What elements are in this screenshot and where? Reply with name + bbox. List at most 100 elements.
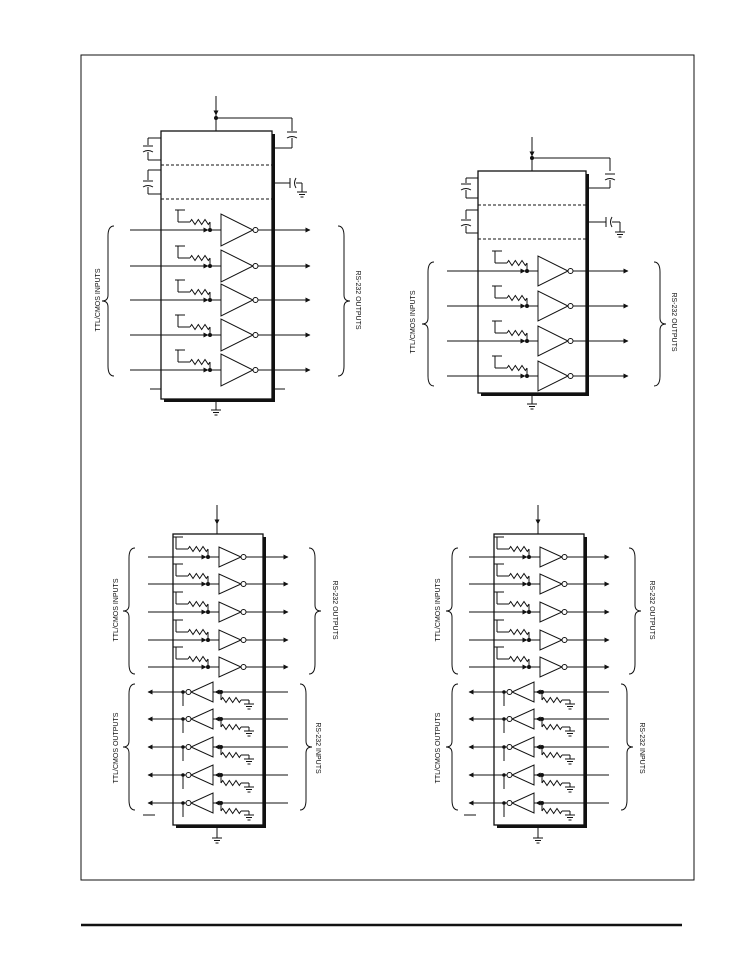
ic-body: [493, 533, 585, 826]
resistor: [220, 779, 242, 787]
resistor: [187, 655, 209, 663]
diagram-bottom-right: [445, 505, 642, 844]
inverter-bubble: [252, 367, 259, 373]
inverter-bubble: [506, 800, 513, 806]
output-brace: [628, 547, 642, 675]
bl-left-top-label: TTL/CMOS INPUTS: [113, 578, 120, 641]
driver-inverter: [218, 546, 243, 568]
br-left-top-label: TTL/CMOS INPUTS: [435, 578, 442, 641]
output-brace: [337, 225, 351, 377]
inverter-bubble: [185, 744, 192, 750]
bl-right-top-label: RS-232 OUTPUTS: [331, 580, 338, 639]
inverter-bubble: [567, 338, 574, 344]
inverter-bubble: [252, 227, 259, 233]
br-left-bottom-label: TTL/CMOS OUTPUTS: [435, 712, 442, 783]
driver-inverter: [218, 656, 243, 678]
resistor: [541, 751, 563, 759]
resistor: [506, 329, 528, 337]
tr-left-label: TTL/CMOS INPUTS: [410, 290, 417, 353]
input-brace: [299, 683, 313, 811]
inverter-bubble: [561, 664, 568, 670]
driver-inverter: [220, 353, 255, 387]
ic-shadow: [176, 825, 266, 828]
capacitor-plate: [604, 178, 616, 181]
resistor: [189, 218, 211, 226]
tr-right-label: RS-232 OUTPUTS: [670, 292, 677, 351]
resistor: [189, 358, 211, 366]
inverter-bubble: [240, 664, 247, 670]
driver-inverter: [539, 573, 564, 595]
inverter-bubble: [506, 716, 513, 722]
resistor: [541, 696, 563, 704]
resistor: [187, 545, 209, 553]
inverter-bubble: [561, 637, 568, 643]
inverter-bubble: [185, 716, 192, 722]
inverter-bubble: [506, 689, 513, 695]
driver-inverter: [539, 601, 564, 623]
ic-shadow: [263, 537, 266, 828]
capacitor-plate: [294, 177, 297, 189]
input-brace: [122, 547, 136, 675]
resistor: [508, 600, 530, 608]
receiver-inverter: [510, 736, 535, 758]
resistor: [187, 628, 209, 636]
receiver-inverter: [510, 708, 535, 730]
inverter-bubble: [561, 609, 568, 615]
receiver-inverter: [510, 681, 535, 703]
receiver-inverter: [189, 764, 214, 786]
resistor: [541, 723, 563, 731]
driver-inverter: [218, 629, 243, 651]
tl-left-label: TTL/CMOS INPUTS: [95, 268, 102, 331]
inverter-bubble: [185, 800, 192, 806]
inverter-bubble: [561, 581, 568, 587]
ic-shadow: [584, 537, 587, 828]
driver-inverter: [220, 213, 255, 247]
resistor: [541, 779, 563, 787]
resistor: [187, 600, 209, 608]
bl-right-bottom-label: RS-232 INPUTS: [314, 722, 321, 774]
input-brace: [421, 261, 435, 387]
capacitor-plate: [460, 188, 472, 191]
ic-body: [172, 533, 264, 826]
driver-inverter: [539, 629, 564, 651]
inverter-bubble: [567, 268, 574, 274]
capacitor-plate: [142, 185, 154, 188]
resistor: [220, 751, 242, 759]
receiver-inverter: [189, 736, 214, 758]
driver-inverter: [218, 573, 243, 595]
ic-body: [477, 170, 587, 394]
driver-inverter: [537, 360, 570, 392]
resistor: [187, 572, 209, 580]
driver-inverter: [539, 656, 564, 678]
diagram-top-right: [421, 137, 667, 410]
inverter-bubble: [252, 297, 259, 303]
inverter-bubble: [240, 637, 247, 643]
ic-shadow: [497, 825, 587, 828]
page-frame: [80, 54, 695, 881]
capacitor-plate: [460, 224, 472, 227]
bl-left-bottom-label: TTL/CMOS OUTPUTS: [113, 712, 120, 783]
diagram-bottom-left: [122, 505, 322, 844]
inverter-bubble: [252, 263, 259, 269]
output-brace: [445, 683, 459, 811]
resistor: [508, 655, 530, 663]
output-brace: [308, 547, 322, 675]
receiver-inverter: [189, 708, 214, 730]
receiver-inverter: [510, 792, 535, 814]
resistor: [508, 572, 530, 580]
resistor: [220, 807, 242, 815]
resistor: [189, 288, 211, 296]
resistor: [541, 807, 563, 815]
receiver-inverter: [189, 681, 214, 703]
ic-shadow: [164, 399, 275, 402]
capacitor-plate: [610, 216, 613, 228]
resistor: [189, 254, 211, 262]
inverter-bubble: [185, 689, 192, 695]
tl-right-label: RS-232 OUTPUTS: [354, 270, 361, 329]
driver-inverter: [220, 249, 255, 283]
driver-inverter: [537, 290, 570, 322]
input-brace: [101, 225, 115, 377]
br-right-top-label: RS-232 OUTPUTS: [648, 580, 655, 639]
receiver-inverter: [189, 792, 214, 814]
